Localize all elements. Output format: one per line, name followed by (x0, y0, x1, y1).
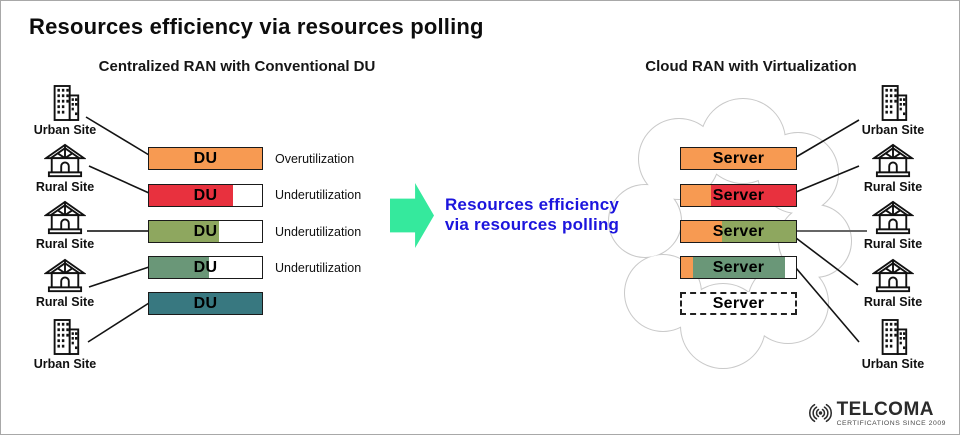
utilization-label-3: Underutilization (275, 225, 362, 239)
rural-house-icon (44, 258, 86, 293)
site-label: Rural Site (35, 295, 95, 309)
right-panel-heading: Cloud RAN with Virtualization (645, 58, 857, 75)
center-caption-line1: Resources efficiency (444, 195, 620, 214)
server-bar-label: Server (712, 186, 765, 204)
right-site-urban-1: Urban Site (848, 84, 938, 137)
logo-tagline: CERTIFICATIONS SINCE 2009 (836, 420, 946, 427)
rural-house-icon (872, 258, 914, 293)
logo-name: TELCOMA (836, 399, 934, 420)
signal-waves-icon (808, 403, 832, 423)
center-caption-line2: via resources polling (444, 214, 620, 234)
du-bar-3: DU (148, 220, 263, 243)
left-site-rural-1: Rural Site (20, 143, 110, 194)
left-panel-heading: Centralized RAN with Conventional DU (98, 58, 376, 75)
du-bar-label: DU (193, 222, 218, 240)
rural-house-icon (872, 200, 914, 235)
server-bar-4: Server (680, 256, 797, 279)
rural-house-icon (44, 200, 86, 235)
du-bar-fill (149, 257, 209, 278)
left-site-urban-1: Urban Site (20, 84, 110, 137)
site-label: Urban Site (861, 357, 925, 371)
right-site-rural-3: Rural Site (848, 258, 938, 309)
urban-building-icon (53, 85, 80, 121)
page-title: Resources efficiency via resources polli… (29, 14, 484, 39)
server-bar-3: Server (680, 220, 797, 243)
server-bar-label: Server (712, 222, 765, 240)
site-label: Urban Site (861, 123, 925, 137)
du-bar-1: DU (148, 147, 263, 170)
server-bar-1: Server (680, 147, 797, 170)
du-bar-label: DU (193, 258, 218, 276)
telcoma-logo: TELCOMA CERTIFICATIONS SINCE 2009 (807, 399, 946, 427)
left-site-rural-2: Rural Site (20, 200, 110, 251)
site-label: Rural Site (35, 180, 95, 194)
rural-house-icon (872, 143, 914, 178)
urban-building-icon (881, 319, 908, 355)
du-bar-fill (149, 293, 262, 314)
du-bar-fill (149, 185, 233, 206)
du-bar-5: DU (148, 292, 263, 315)
du-bar-label: DU (193, 149, 218, 167)
site-label: Urban Site (33, 357, 97, 371)
right-arrow-icon (390, 183, 434, 248)
utilization-label-2: Underutilization (275, 188, 362, 202)
server-bar-segments (681, 221, 796, 242)
du-bar-2: DU (148, 184, 263, 207)
right-site-rural-1: Rural Site (848, 143, 938, 194)
server-bar-label: Server (712, 294, 765, 312)
site-label: Rural Site (863, 237, 923, 251)
rural-house-icon (44, 143, 86, 178)
server-bar-label: Server (712, 258, 765, 276)
site-label: Urban Site (33, 123, 97, 137)
server-bar-5-spare: Server (680, 292, 797, 315)
server-bar-2: Server (680, 184, 797, 207)
left-site-urban-2: Urban Site (20, 318, 110, 371)
du-bar-label: DU (193, 186, 218, 204)
center-caption: Resources efficiency via resources polli… (439, 195, 625, 234)
du-bar-fill (149, 148, 262, 169)
utilization-label-1: Overutilization (275, 152, 355, 166)
left-site-rural-3: Rural Site (20, 258, 110, 309)
du-bar-fill (149, 221, 220, 242)
site-label: Rural Site (35, 237, 95, 251)
urban-building-icon (53, 319, 80, 355)
du-bar-4: DU (148, 256, 263, 279)
server-bar-label: Server (712, 149, 765, 167)
utilization-label-4: Underutilization (275, 261, 362, 275)
right-site-urban-2: Urban Site (848, 318, 938, 371)
site-label: Rural Site (863, 180, 923, 194)
urban-building-icon (881, 85, 908, 121)
right-site-rural-2: Rural Site (848, 200, 938, 251)
du-bar-label: DU (193, 294, 218, 312)
site-label: Rural Site (863, 295, 923, 309)
